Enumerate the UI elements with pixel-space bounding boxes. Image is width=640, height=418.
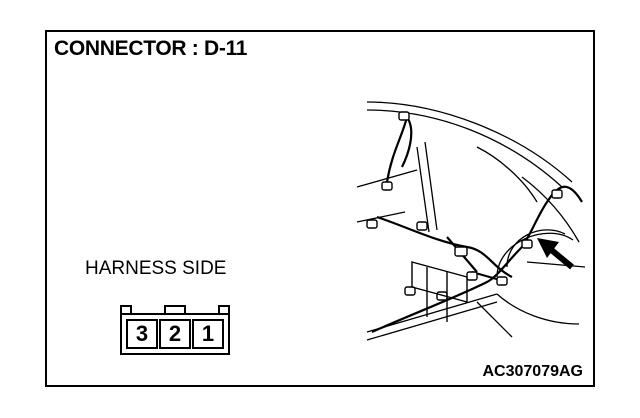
connector-face-diagram: 3 2 1 [119, 304, 231, 356]
harness-side-label: HARNESS SIDE [85, 258, 227, 279]
diagram-frame: CONNECTOR : D-11 HARNESS SIDE 3 2 1 [45, 30, 595, 387]
connector-outline [120, 305, 230, 355]
image-code: AC307079AG [482, 363, 584, 380]
pin-2: 2 [168, 321, 182, 346]
pin-1: 1 [201, 321, 215, 346]
vehicle-harness-illustration [356, 101, 586, 341]
pin-3: 3 [135, 321, 149, 346]
pointer-arrow-icon [537, 238, 574, 270]
connector-title: CONNECTOR : D-11 [54, 37, 248, 60]
